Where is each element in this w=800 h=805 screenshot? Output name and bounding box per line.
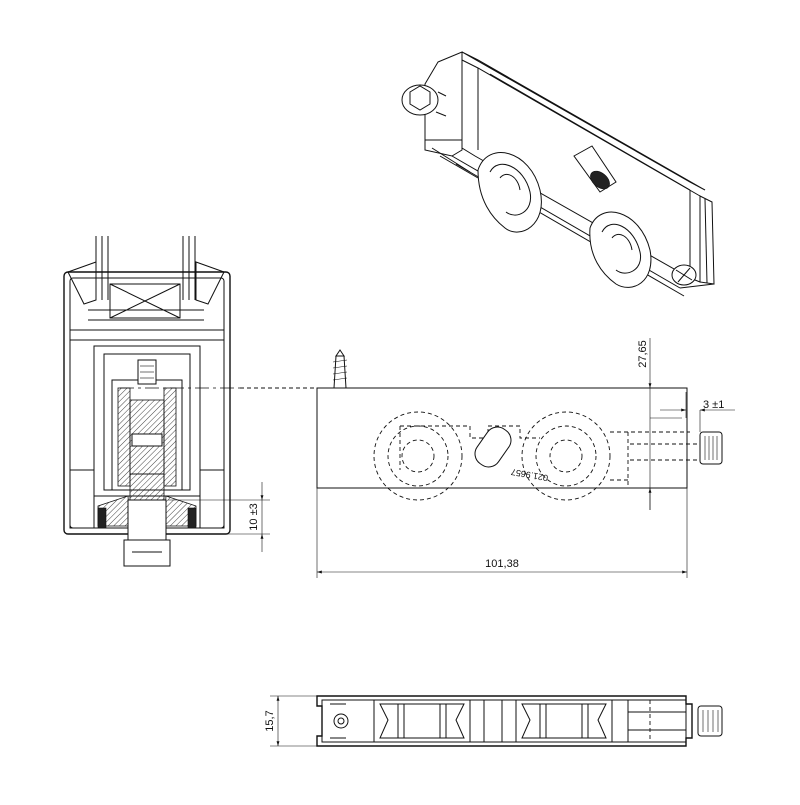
- adjust-knob-icon: [699, 431, 723, 465]
- dimension-adjust: 10 ±3: [168, 482, 270, 552]
- part-marking: 021.9657: [510, 467, 549, 483]
- isometric-view: [401, 51, 715, 297]
- dimension-thickness: 15,7: [264, 695, 317, 747]
- dim-height-label: 27,65: [637, 340, 649, 368]
- dim-width-label: 101,38: [485, 558, 519, 570]
- hex-screw-icon: [401, 84, 447, 117]
- wheel-icon: [589, 211, 652, 288]
- dimension-height: 27,65: [637, 338, 682, 510]
- dimension-width: 101,38: [316, 488, 688, 578]
- slot-icon: [474, 426, 512, 468]
- slot-adjuster-icon: [573, 145, 617, 193]
- dim-adjust-label: 10 ±3: [248, 503, 260, 530]
- cross-section-view: [63, 236, 240, 567]
- adjust-knob-icon: [697, 705, 723, 737]
- wheel-icon: [477, 152, 542, 233]
- plan-view: [316, 695, 723, 747]
- wood-screw-icon: [332, 349, 348, 389]
- side-elevation-view: 021.9657: [316, 349, 723, 501]
- dim-thickness-label: 15,7: [264, 710, 276, 731]
- cross-screw-icon: [671, 264, 697, 286]
- dimension-offset: 3 ±1: [660, 392, 735, 432]
- dim-offset-label: 3 ±1: [703, 399, 724, 411]
